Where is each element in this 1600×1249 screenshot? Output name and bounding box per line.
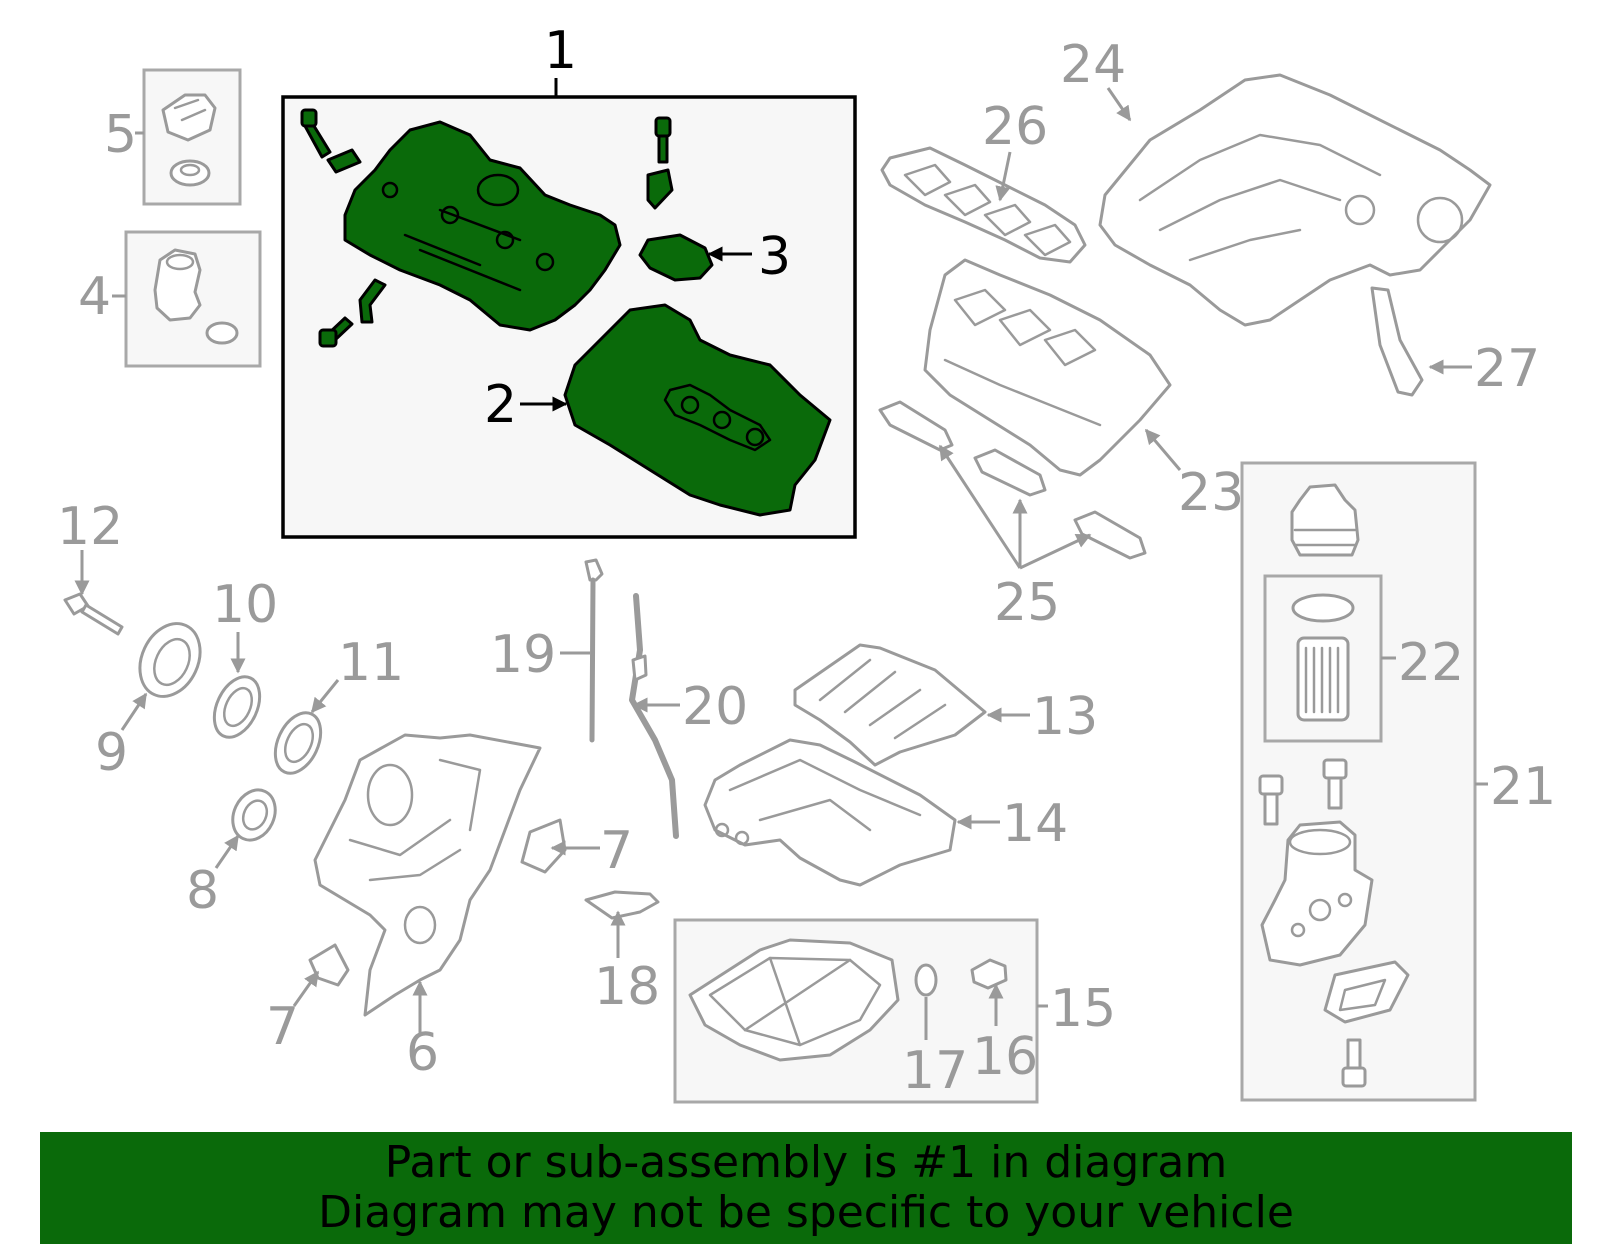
intake-gasket-25a	[878, 400, 954, 452]
callout-27: 27	[1474, 339, 1540, 399]
filter-o-ring	[1291, 593, 1355, 623]
banner-line-1: Part or sub-assembly is #1 in diagram	[384, 1137, 1228, 1188]
oil-filler-cap-group: 5	[104, 68, 242, 206]
callout-16: 16	[972, 1027, 1038, 1087]
bracket-18	[584, 890, 660, 920]
callout-4: 4	[78, 267, 111, 327]
oil-cap-gasket	[638, 233, 714, 282]
callout-10: 10	[212, 575, 278, 635]
dipstick-group: 19 20 18	[490, 558, 748, 1017]
callout-14: 14	[1002, 794, 1068, 854]
housing-bolt-left	[1258, 774, 1284, 826]
valve-cover-gasket	[563, 303, 832, 517]
seal-8	[231, 788, 277, 842]
seal-11	[273, 711, 323, 775]
housing-gasket	[1323, 960, 1410, 1024]
valve-cover	[343, 120, 622, 332]
upper-oil-pan	[703, 738, 957, 887]
timing-cover	[313, 733, 542, 1017]
callout-20: 20	[682, 677, 748, 737]
pulley-seals-group: 9 10 11 8	[95, 575, 404, 921]
oil-pan-upper-group: 13 14	[703, 643, 1098, 887]
callout-22: 22	[1398, 633, 1464, 693]
callout-8: 8	[186, 861, 219, 921]
oil-filter-housing	[1260, 820, 1374, 967]
lower-intake-manifold	[923, 258, 1172, 477]
upper-intake-manifold	[1098, 73, 1492, 327]
dipstick-tube	[629, 593, 679, 839]
drain-washer	[914, 963, 938, 997]
dipstick	[589, 577, 596, 743]
lower-oil-pan	[688, 938, 900, 1062]
dipstick-handle	[584, 558, 604, 582]
crank-bolt-group: 12	[57, 497, 124, 636]
lower-oil-pan-group: 17 16 15	[673, 918, 1116, 1104]
callout-19: 19	[490, 625, 556, 685]
bolt-bottom-left	[318, 316, 354, 348]
crank-bolt	[80, 603, 124, 636]
callout-2: 2	[484, 375, 517, 435]
o-ring-4	[205, 321, 239, 345]
seal-10	[212, 675, 262, 739]
oil-baffle	[793, 643, 987, 767]
pcv-valve-group: 4	[78, 230, 262, 368]
oil-filter-group: 21 22	[1240, 461, 1556, 1102]
drain-plug	[970, 958, 1008, 990]
callout-5: 5	[104, 105, 137, 165]
intake-upper-group: 26 24 27	[880, 35, 1540, 399]
callout-7-right: 7	[600, 821, 633, 881]
callout-17: 17	[902, 1041, 968, 1101]
clip-top-right	[646, 168, 674, 210]
crank-pulley	[138, 622, 202, 698]
housing-bolt-bottom	[1341, 1038, 1367, 1088]
intake-lower-group: 23 25	[878, 258, 1244, 633]
filler-seal	[169, 159, 211, 187]
callout-6: 6	[406, 1023, 439, 1083]
bolt-top-right	[654, 116, 672, 164]
gasket-7-right	[520, 818, 567, 874]
callout-18: 18	[594, 957, 660, 1017]
callout-7-left: 7	[266, 997, 299, 1057]
callout-11: 11	[338, 633, 404, 693]
callout-26: 26	[982, 97, 1048, 157]
callout-21: 21	[1490, 757, 1556, 817]
valve-cover-assembly-group: 1 2 3	[281, 21, 857, 539]
callout-13: 13	[1032, 687, 1098, 747]
callout-9: 9	[95, 723, 128, 783]
callout-12: 12	[57, 497, 123, 557]
callout-24: 24	[1060, 35, 1126, 95]
hose-left	[358, 278, 387, 324]
callout-1: 1	[544, 21, 577, 81]
banner-line-2: Diagram may not be specific to your vehi…	[318, 1187, 1294, 1238]
gasket-7-left	[308, 943, 350, 987]
info-banner: Part or sub-assembly is #1 in diagram Di…	[40, 1132, 1572, 1244]
intake-gasket-25b	[973, 448, 1047, 497]
housing-bolt-right	[1322, 758, 1348, 810]
callout-25: 25	[994, 573, 1060, 633]
intake-gasket-25c	[1073, 510, 1147, 560]
callout-23: 23	[1178, 463, 1244, 523]
clip-top-left	[326, 148, 362, 174]
bolt-top-left	[300, 108, 332, 159]
timing-cover-group: 6 7 7	[266, 733, 633, 1083]
oil-filter-cap	[1290, 483, 1360, 557]
callout-3: 3	[758, 227, 791, 287]
callout-15: 15	[1050, 979, 1116, 1039]
bracket-27	[1370, 286, 1424, 397]
